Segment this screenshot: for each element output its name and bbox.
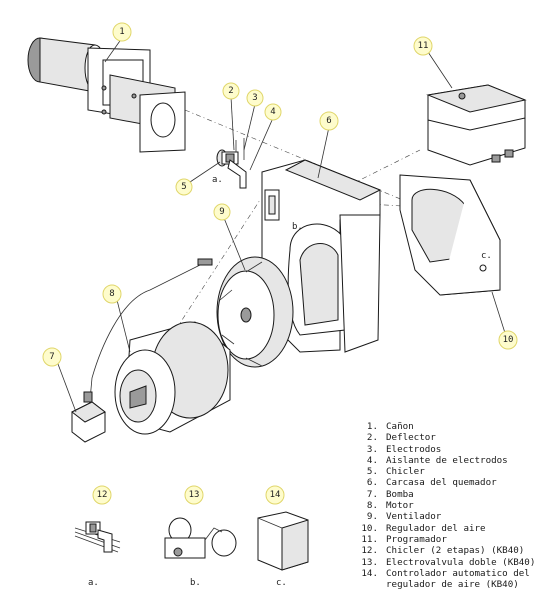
callout-7: 7 xyxy=(42,347,62,367)
callout-11: 11 xyxy=(413,36,433,56)
part-programmer xyxy=(426,84,527,166)
svg-text:1: 1 xyxy=(119,27,124,37)
callout-12: 12 xyxy=(92,485,112,505)
legend-item: 5.Chicler xyxy=(366,466,425,478)
callout-9: 9 xyxy=(213,203,231,221)
callout-1: 1 xyxy=(112,22,132,42)
part-motor xyxy=(114,321,231,435)
sublabel-a-upper: a. xyxy=(212,175,223,185)
svg-text:3: 3 xyxy=(252,93,257,103)
svg-text:8: 8 xyxy=(109,289,114,299)
leader-lines xyxy=(57,37,506,413)
legend-item: 2.Deflector xyxy=(366,432,436,444)
callout-14: 14 xyxy=(265,485,285,505)
sublabel-b-lower: b. xyxy=(190,578,201,588)
svg-text:13: 13 xyxy=(189,490,200,500)
svg-text:7: 7 xyxy=(49,352,54,362)
legend-item: 12.Chicler (2 etapas) (KB40) xyxy=(361,545,525,557)
legend-item: 14.Controlador automatico del xyxy=(361,567,530,579)
svg-text:14: 14 xyxy=(270,490,281,500)
part-fan xyxy=(216,256,294,368)
svg-text:9: 9 xyxy=(219,207,224,217)
part-pump xyxy=(71,391,106,443)
callout-5: 5 xyxy=(175,178,193,196)
part-detail-14 xyxy=(257,511,309,571)
svg-text:10: 10 xyxy=(503,335,514,345)
legend-item: 9.Ventilador xyxy=(366,511,442,523)
legend-item: 6.Carcasa del quemador xyxy=(366,477,497,489)
legend-item: 10.Regulador del aire xyxy=(361,522,486,534)
svg-text:11: 11 xyxy=(418,41,429,51)
callout-4: 4 xyxy=(264,103,282,121)
svg-text:12: 12 xyxy=(97,490,108,500)
legend-item: regulador de aire (KB40) xyxy=(386,579,519,591)
part-air-regulator xyxy=(399,174,501,296)
legend-item: 7.Bomba xyxy=(366,488,414,500)
legend-item: 8.Motor xyxy=(366,500,414,512)
svg-text:5: 5 xyxy=(181,182,186,192)
svg-text:6: 6 xyxy=(326,116,331,126)
svg-text:2: 2 xyxy=(228,86,233,96)
legend-item: 13.Electrovalvula doble (KB40) xyxy=(361,556,536,568)
part-detail-12 xyxy=(74,521,121,553)
sublabel-c-lower: c. xyxy=(276,578,287,588)
callout-6: 6 xyxy=(319,111,339,131)
callout-13: 13 xyxy=(184,485,204,505)
legend-item: 11.Programador xyxy=(361,533,447,545)
sublabel-b-upper: b. xyxy=(292,222,303,232)
svg-text:4: 4 xyxy=(270,107,275,117)
part-canon xyxy=(27,37,186,153)
legend-item: 3.Electrodos xyxy=(366,443,442,455)
legend-item: 1.Cañon xyxy=(366,421,414,432)
sublabel-a-lower: a. xyxy=(88,578,99,588)
sublabel-c-upper: c. xyxy=(481,251,492,261)
legend-item: 4.Aislante de electrodos xyxy=(366,454,508,466)
parts-legend: 1.Cañon 2.Deflector 3.Electrodos 4.Aisla… xyxy=(356,421,535,590)
callout-8: 8 xyxy=(102,284,122,304)
callout-3: 3 xyxy=(246,89,264,107)
callout-10: 10 xyxy=(498,330,518,350)
part-detail-13 xyxy=(164,517,237,559)
callout-2: 2 xyxy=(222,82,240,100)
